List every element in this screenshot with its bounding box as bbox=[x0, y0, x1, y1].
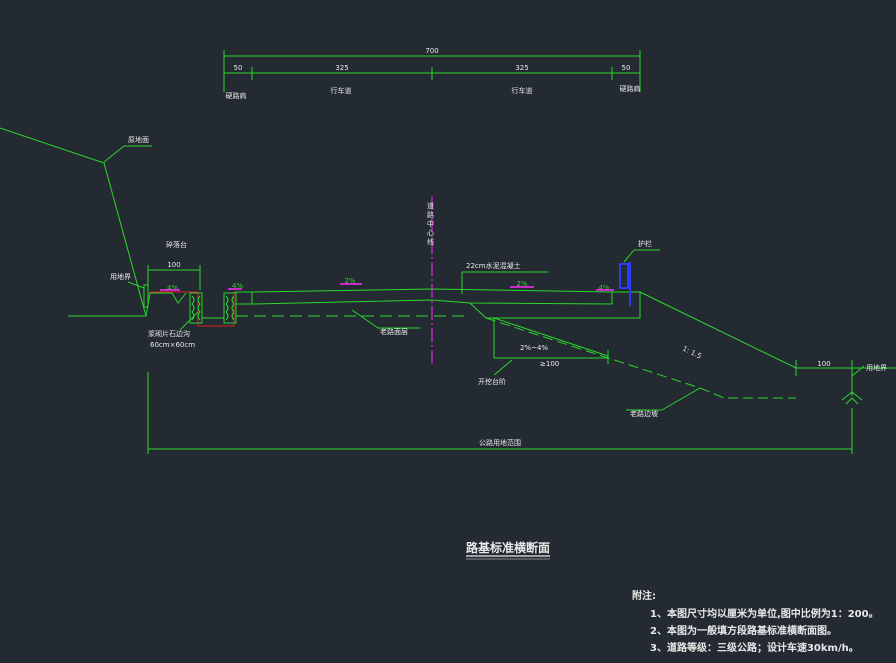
zone-right-shoulder: 硬路肩 bbox=[620, 84, 641, 93]
crossfall-left-1: 4% bbox=[167, 284, 178, 292]
dim-total: 700 bbox=[425, 47, 438, 55]
zone-right-lane: 行车道 bbox=[512, 86, 533, 95]
crossfall-right: 2% bbox=[516, 280, 527, 288]
pavement-label: 22cm水泥混凝土 bbox=[466, 261, 521, 270]
centerline-char: 心 bbox=[427, 229, 434, 237]
left-ditch-area: 100 碎落台 用地界 浆砌片石边沟 60cm×60cm 4% 4% bbox=[110, 240, 243, 349]
land-boundary-left: 用地界 bbox=[110, 272, 131, 281]
land-boundary-right: 用地界 bbox=[866, 363, 887, 372]
centerline-char: 中 bbox=[427, 219, 434, 228]
right-width: 100 bbox=[817, 360, 830, 368]
centerline-label: 道 路 中 心 线 bbox=[427, 201, 436, 246]
original-ground-label: 原地面 bbox=[128, 135, 149, 144]
slope-ratio: 1: 1.5 bbox=[681, 345, 703, 361]
centerline-char: 线 bbox=[427, 237, 434, 246]
centerline-char: 道 bbox=[427, 201, 434, 210]
embankment-slope: 2%~4% ≥100 开挖台阶 1: 1.5 老路边坡 bbox=[478, 291, 896, 418]
centerline-char: 路 bbox=[427, 210, 434, 219]
guardrail: 护栏 bbox=[619, 239, 660, 306]
right-boundary: 100 用地界 bbox=[795, 360, 887, 405]
total-width-dimension: 公路用地范围 bbox=[147, 372, 853, 454]
crossfall-mid: 2% bbox=[344, 277, 355, 285]
crossfall-right-2: 4% bbox=[598, 284, 609, 292]
fill-slope-label: 老路边坡 bbox=[630, 409, 658, 418]
step-slope: 2%~4% bbox=[520, 344, 548, 352]
notes-heading: 附注: bbox=[632, 591, 656, 602]
title-text: 路基标准横断面 bbox=[466, 540, 550, 555]
dim-right-lane: 325 bbox=[515, 64, 528, 72]
total-width-label: 公路用地范围 bbox=[479, 438, 521, 447]
notes-block: 附注: 1、本图尺寸均以厘米为单位,图中比例为1：200。 2、本图为一般填方段… bbox=[632, 588, 892, 657]
pavement: 2% 2% 4% 22cm水泥混凝土 老路面层 bbox=[236, 261, 641, 336]
dim-left-shoulder: 50 bbox=[234, 64, 243, 72]
note-item: 1、本图尺寸均以厘米为单位,图中比例为1：200。 bbox=[650, 609, 879, 620]
note-item: 3、道路等级：三级公路；设计车速30km/h。 bbox=[650, 643, 859, 654]
top-dimension-chain: 700 50 325 325 50 硬路肩 行车道 行车道 硬路肩 bbox=[223, 47, 641, 100]
zone-left-shoulder: 硬路肩 bbox=[226, 91, 247, 100]
centerline: 道 路 中 心 线 bbox=[427, 196, 436, 364]
note-item: 2、本图为一般填方段路基标准横断面图。 bbox=[650, 626, 837, 637]
subgrade-label: 老路面层 bbox=[380, 327, 408, 336]
berm-label: 碎落台 bbox=[166, 240, 187, 249]
crossfall-left-2: 4% bbox=[232, 282, 243, 290]
drawing-title: 路基标准横断面 bbox=[466, 540, 550, 560]
step-label: 开挖台阶 bbox=[478, 377, 506, 386]
ditch-label: 浆砌片石边沟 bbox=[148, 329, 190, 338]
dim-left-lane: 325 bbox=[335, 64, 348, 72]
berm-width: 100 bbox=[167, 261, 180, 269]
ditch-size: 60cm×60cm bbox=[150, 341, 195, 349]
guardrail-label: 护栏 bbox=[638, 239, 652, 248]
dim-right-shoulder: 50 bbox=[622, 64, 631, 72]
original-ground: 原地面 bbox=[0, 127, 152, 317]
zone-left-lane: 行车道 bbox=[331, 86, 352, 95]
step-width: ≥100 bbox=[540, 360, 559, 368]
